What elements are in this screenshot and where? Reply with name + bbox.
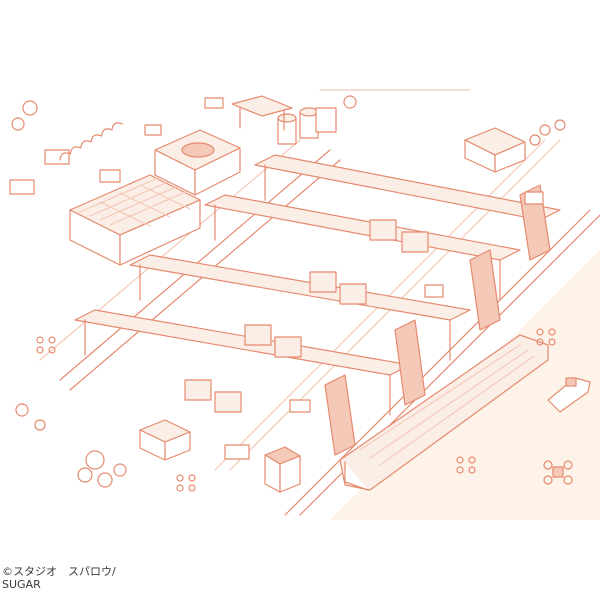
- drone: [456, 456, 476, 474]
- credit-line-2: SUGAR: [2, 578, 41, 591]
- truck: [9, 97, 544, 460]
- tree: [11, 95, 566, 488]
- storage-tanks: [277, 107, 337, 145]
- office-building: [464, 127, 526, 173]
- credit-line-1: ©スタジオ スパロウ/: [2, 565, 116, 578]
- warehouse: [69, 174, 201, 266]
- control-building: [154, 129, 241, 196]
- drone: [176, 474, 196, 492]
- container-stack: [184, 219, 429, 413]
- drone: [36, 336, 56, 354]
- quay-crane: [324, 184, 551, 456]
- tug-boat: [547, 377, 591, 413]
- small-building: [139, 419, 191, 461]
- drone: [536, 328, 556, 346]
- container-ship: [339, 334, 549, 491]
- kiosk: [264, 446, 301, 493]
- drone: [543, 460, 573, 485]
- quay-edge: [284, 209, 591, 516]
- gate-canopy: [231, 95, 293, 131]
- rail-line: [39, 139, 301, 361]
- copyright-credit: ©スタジオ スパロウ/ SUGAR: [2, 565, 116, 591]
- hedge-row: [59, 122, 123, 161]
